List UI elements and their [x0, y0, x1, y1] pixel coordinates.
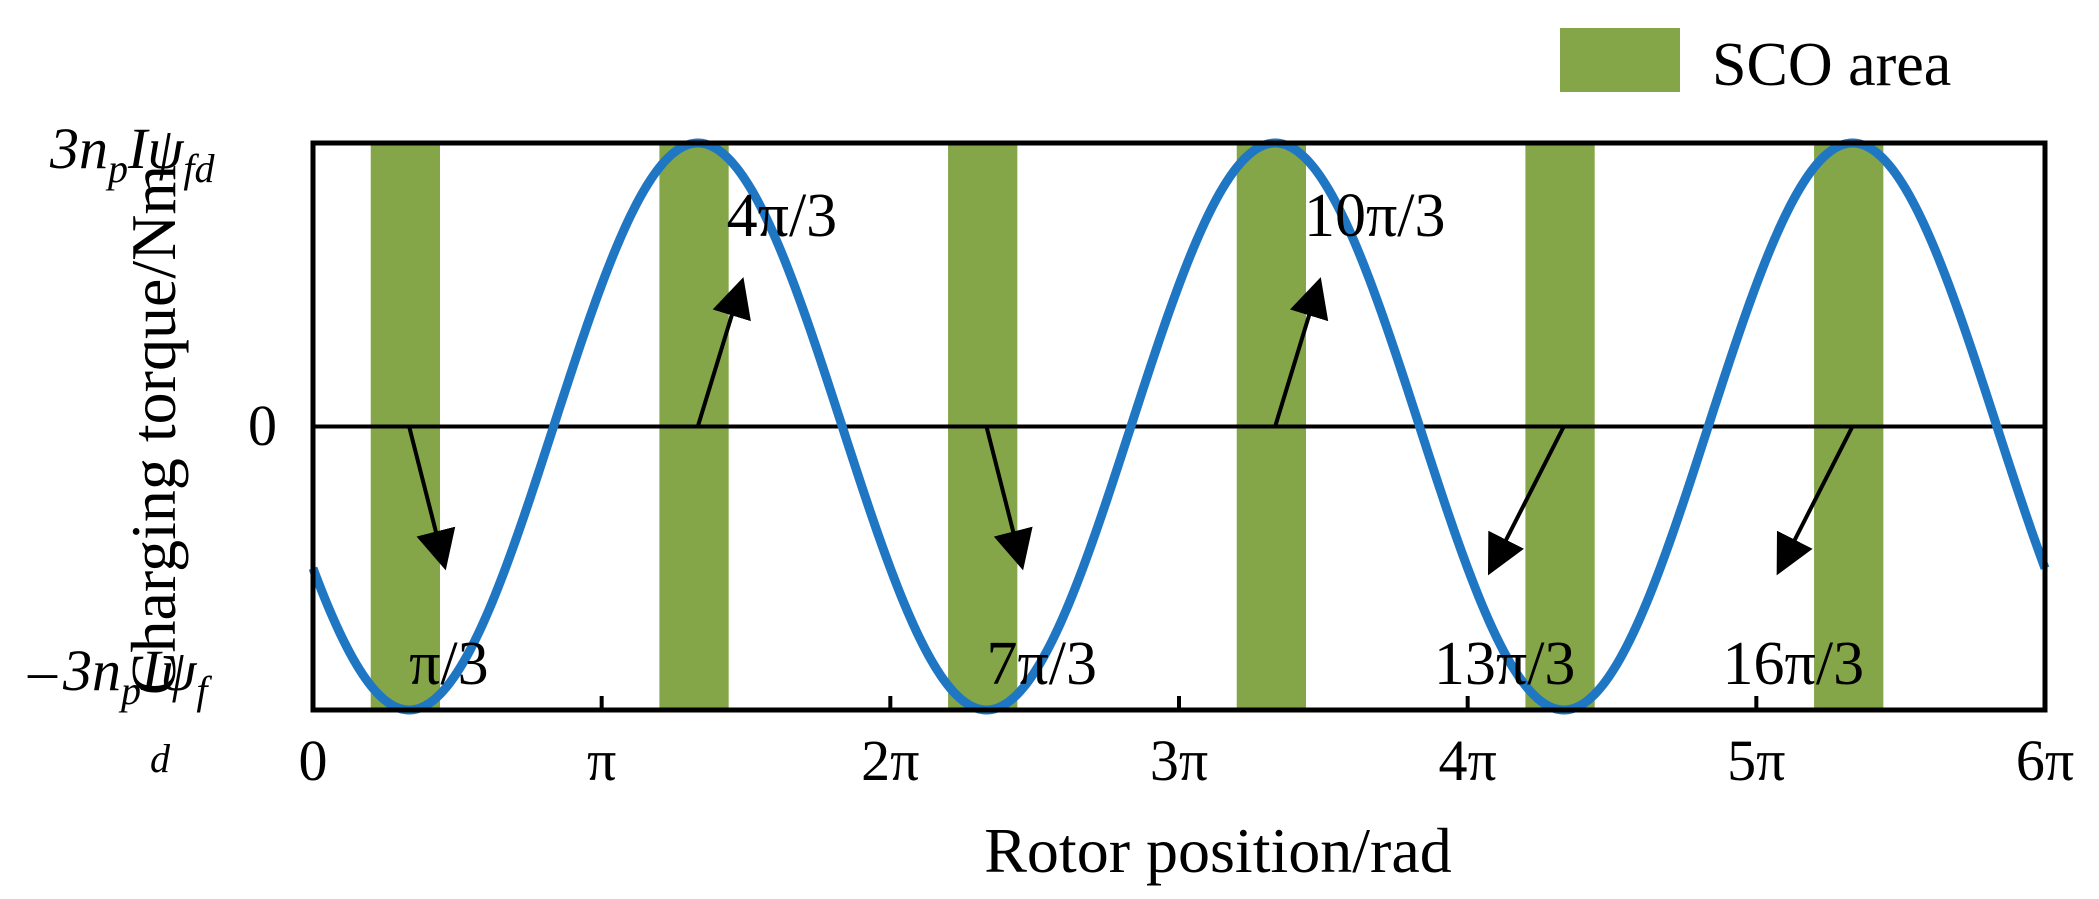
y-tick-label-bottom-sub: d	[150, 736, 171, 781]
x-tick-label-2: 2π	[861, 728, 919, 793]
annotation-arrow-4	[1273, 277, 1329, 428]
legend-swatch-sco-area	[1560, 28, 1680, 92]
y-axis-title: Charging torque/Nm	[118, 165, 189, 695]
legend-label-sco-area: SCO area	[1712, 31, 1951, 99]
legend: SCO area	[1560, 28, 1951, 99]
annotations: π/3 4π/3 7π/3 10π/3 13π/3 16π/3	[407, 182, 1865, 698]
y-tick-label-top: 3npIψfd	[49, 116, 215, 191]
annotation-arrow-2	[695, 277, 751, 428]
series-line	[308, 138, 2050, 715]
annotation-label-4: 10π/3	[1304, 182, 1446, 250]
x-axis-title: Rotor position/rad	[984, 815, 1452, 886]
x-tick-label-5: 5π	[1727, 728, 1785, 793]
y-ticks: 3npIψfd 0 ‒3npIψf d	[27, 116, 277, 781]
annotation-label-3: 7π/3	[986, 630, 1097, 698]
annotation-label-2: 4π/3	[727, 182, 838, 250]
y-tick-label-zero: 0	[248, 393, 277, 458]
annotation-arrow-1	[407, 426, 456, 571]
annotation-arrow-6	[1776, 425, 1855, 576]
annotation-arrow-3	[984, 426, 1033, 571]
x-tick-label-4: 4π	[1439, 728, 1497, 793]
x-tick-label-1: π	[587, 728, 616, 793]
annotation-label-6: 16π/3	[1723, 630, 1865, 698]
series-layer	[308, 138, 2050, 715]
x-ticks: 0 π 2π 3π 4π 5π 6π	[299, 696, 2074, 793]
x-tick-label-3: 3π	[1150, 728, 1208, 793]
x-tick-label-0: 0	[299, 728, 328, 793]
x-tick-label-6: 6π	[2016, 728, 2074, 793]
annotation-label-5: 13π/3	[1434, 630, 1576, 698]
annotation-label-1: π/3	[409, 630, 489, 698]
annotation-arrow-5	[1487, 425, 1566, 576]
